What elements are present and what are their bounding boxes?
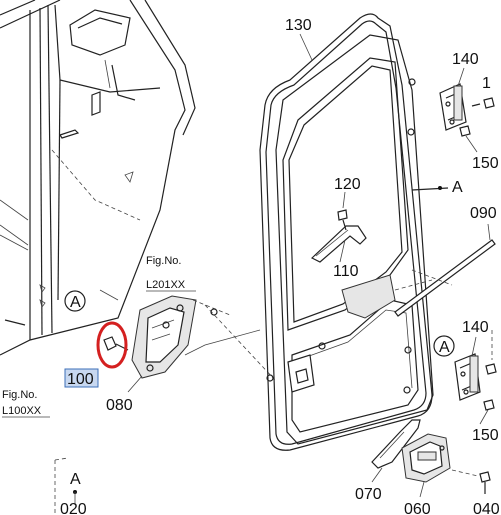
callout-110[interactable]: 110 <box>333 263 359 280</box>
part-120-screw[interactable] <box>337 209 348 231</box>
part-060-handle[interactable] <box>401 433 451 483</box>
part-150-lower-bolt-b[interactable] <box>485 363 497 375</box>
svg-text:A: A <box>452 179 463 196</box>
selected-callout-box <box>64 368 99 388</box>
marker-a-door: A <box>411 179 463 196</box>
svg-text:L201XX: L201XX <box>146 279 186 291</box>
part-090-strip[interactable] <box>394 239 496 317</box>
part-110-handle[interactable] <box>310 225 367 263</box>
fig-ref-left[interactable]: Fig.No. L100XX <box>2 389 50 418</box>
part-070-cover[interactable] <box>371 419 421 469</box>
callout-150-upper[interactable]: 150 <box>472 155 499 172</box>
callout-080[interactable]: 080 <box>106 397 133 414</box>
cab-frame <box>0 0 196 356</box>
callout-150-lower[interactable]: 150 <box>472 427 499 444</box>
fig-ref-right[interactable]: Fig.No. L201XX <box>146 255 196 292</box>
svg-text:A: A <box>70 471 81 488</box>
part-150-upper-bolt-a[interactable] <box>471 97 495 109</box>
part-080-plate[interactable] <box>131 295 197 379</box>
marker-a-hinge-lower: A <box>433 335 455 357</box>
part-040-bolt[interactable] <box>479 471 491 494</box>
svg-text:A: A <box>439 339 450 356</box>
callout-090[interactable]: 090 <box>470 205 497 222</box>
callout-040[interactable]: 040 <box>473 501 500 515</box>
callout-100[interactable]: 100 <box>67 371 94 388</box>
marker-a-cab: A <box>64 290 86 312</box>
callout-120[interactable]: 120 <box>334 176 361 193</box>
part-150-lower-bolt-a[interactable] <box>483 399 495 411</box>
callout-140-upper[interactable]: 140 <box>452 51 479 68</box>
svg-text:Fig.No.: Fig.No. <box>2 389 37 401</box>
part-140-lower-hinge[interactable] <box>454 353 481 401</box>
svg-text:020: 020 <box>60 501 87 515</box>
part-140-upper-hinge[interactable] <box>439 83 467 131</box>
highlight-circle <box>96 321 128 369</box>
callout-130[interactable]: 130 <box>285 17 312 34</box>
bottom-left-ref: A 020 <box>54 457 87 515</box>
callout-070[interactable]: 070 <box>355 486 382 503</box>
part-150-upper-bolt-b[interactable] <box>459 125 471 137</box>
svg-text:Fig.No.: Fig.No. <box>146 255 181 267</box>
svg-text:A: A <box>70 294 81 311</box>
callout-140-lower[interactable]: 140 <box>462 319 489 336</box>
callout-060[interactable]: 060 <box>404 501 431 515</box>
callout-150-upper-top[interactable]: 1 <box>482 75 491 92</box>
svg-text:L100XX: L100XX <box>2 405 42 417</box>
